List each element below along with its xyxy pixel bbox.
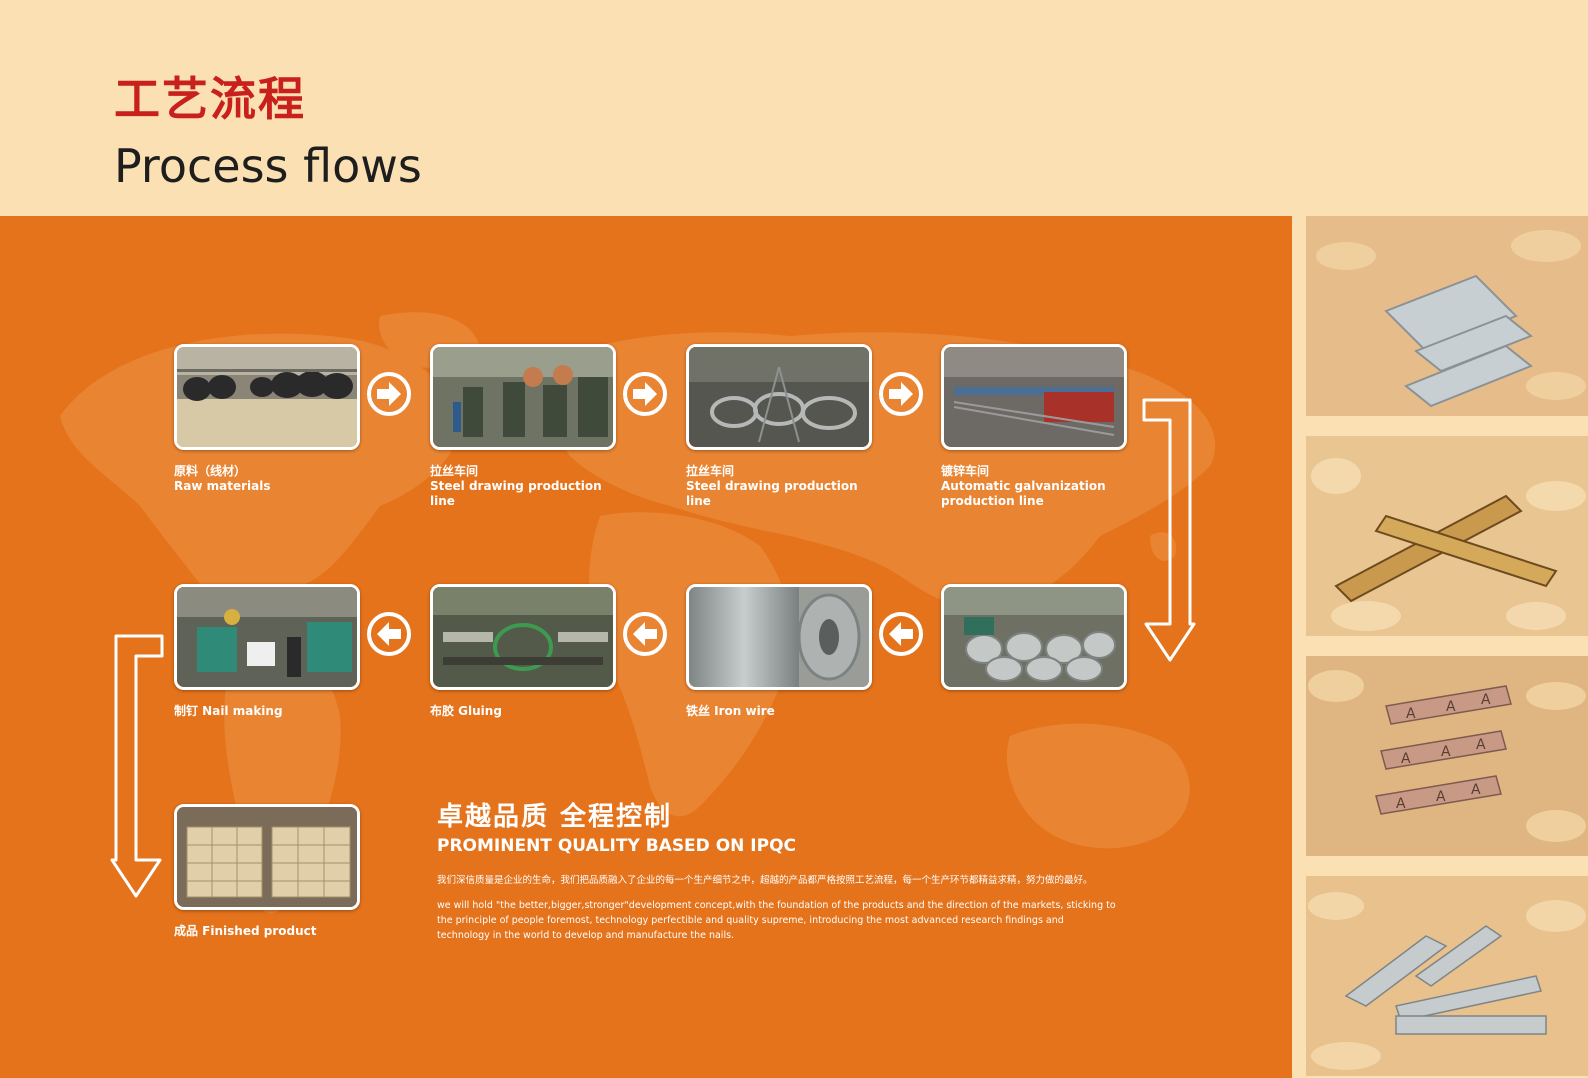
down-turn-arrow-icon — [110, 634, 164, 898]
product-photo-gold-staples — [1306, 436, 1588, 636]
step-label: 布胶 Gluing — [430, 704, 502, 718]
product-photo-silver-brads — [1306, 216, 1588, 416]
left-arrow-icon — [623, 612, 667, 656]
product-photo-staple-sticks — [1306, 876, 1588, 1076]
quality-title-en: PROMINENT QUALITY BASED ON IPQC — [437, 836, 797, 856]
down-turn-arrow-icon — [1142, 398, 1196, 662]
quality-paragraph-zh: 我们深信质量是企业的生命，我们把品质融入了企业的每一个生产细节之中，超越的产品都… — [437, 875, 1093, 886]
iron-wire-photo — [686, 584, 872, 690]
page-title-en: Process flows — [114, 139, 422, 193]
steel-drawing-photo-1 — [430, 344, 616, 450]
svg-text:A: A — [1476, 737, 1486, 753]
svg-text:A: A — [1481, 692, 1491, 708]
svg-text:A: A — [1406, 706, 1416, 722]
step-label: 成品 Finished product — [174, 924, 317, 938]
step-staple-wire — [941, 584, 1127, 704]
right-arrow-icon — [623, 372, 667, 416]
right-arrow-icon — [367, 372, 411, 416]
staple-wire-photo — [941, 584, 1127, 690]
product-photo-strip: A A A A A A A A A — [1292, 216, 1588, 1078]
galvanization-photo — [941, 344, 1127, 450]
step-steel-drawing-2: 拉丝车间 Steel drawing production line — [686, 344, 872, 509]
step-label-zh: 原料（线材） — [174, 464, 247, 478]
step-label-en: Steel drawing production line — [430, 479, 602, 508]
left-arrow-icon — [879, 612, 923, 656]
step-label-en: Automatic galvanization production line — [941, 479, 1106, 508]
left-arrow-icon — [367, 612, 411, 656]
raw-materials-photo — [174, 344, 360, 450]
page-header: 工艺流程 Process flows — [0, 0, 1588, 216]
step-label: 铁丝 Iron wire — [686, 704, 775, 718]
gluing-photo — [430, 584, 616, 690]
step-label-en: Steel drawing production line — [686, 479, 858, 508]
step-iron-wire: 铁丝 Iron wire — [686, 584, 872, 719]
step-nail-making: 制钉 Nail making — [174, 584, 360, 719]
process-panel: 原料（线材） Raw materials 拉丝车间 Steel drawing … — [0, 216, 1292, 1078]
quality-section: 卓越品质 全程控制 PROMINENT QUALITY BASED ON IPQ… — [437, 802, 1137, 943]
svg-text:A: A — [1471, 782, 1481, 798]
right-arrow-icon — [879, 372, 923, 416]
steel-drawing-photo-2 — [686, 344, 872, 450]
step-gluing: 布胶 Gluing — [430, 584, 616, 719]
step-galvanization: 镀锌车间 Automatic galvanization production … — [941, 344, 1127, 509]
nail-making-photo — [174, 584, 360, 690]
svg-text:A: A — [1396, 796, 1406, 812]
step-steel-drawing-1: 拉丝车间 Steel drawing production line — [430, 344, 616, 509]
step-label-zh: 镀锌车间 — [941, 464, 990, 478]
svg-text:A: A — [1436, 789, 1446, 805]
quality-title-zh: 卓越品质 全程控制 — [437, 802, 673, 832]
step-finished-product: 成品 Finished product — [174, 804, 360, 939]
page-title-zh: 工艺流程 — [114, 72, 306, 126]
step-raw-materials: 原料（线材） Raw materials — [174, 344, 360, 494]
svg-text:A: A — [1441, 744, 1451, 760]
finished-product-photo — [174, 804, 360, 910]
svg-text:A: A — [1446, 699, 1456, 715]
quality-paragraph-en: we will hold "the better,bigger,stronger… — [437, 900, 1116, 941]
step-label-zh: 拉丝车间 — [686, 464, 735, 478]
step-label-zh: 拉丝车间 — [430, 464, 479, 478]
step-label: 制钉 Nail making — [174, 704, 283, 718]
step-label-en: Raw materials — [174, 479, 271, 493]
product-photo-copper-strips: A A A A A A A A A — [1306, 656, 1588, 856]
svg-text:A: A — [1401, 751, 1411, 767]
